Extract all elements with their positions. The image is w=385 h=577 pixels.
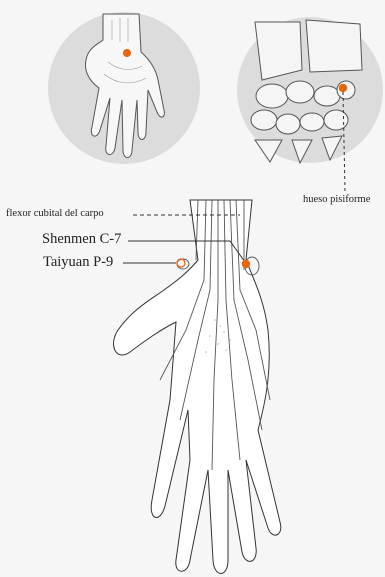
wrist-inset — [237, 17, 383, 163]
flexor-label: flexor cubital del carpo — [6, 208, 104, 219]
shenmen-point — [242, 260, 250, 268]
wrist-inset-point — [339, 84, 347, 92]
main-hand — [114, 200, 281, 574]
hand-inset-point — [123, 49, 131, 57]
taiyuan-label: Taiyuan P-9 — [43, 254, 113, 271]
taiyuan-point — [177, 259, 185, 267]
pisiforme-label: hueso pisiforme — [303, 194, 370, 205]
hand-inset — [48, 12, 200, 164]
shenmen-label: Shenmen C-7 — [42, 231, 121, 248]
